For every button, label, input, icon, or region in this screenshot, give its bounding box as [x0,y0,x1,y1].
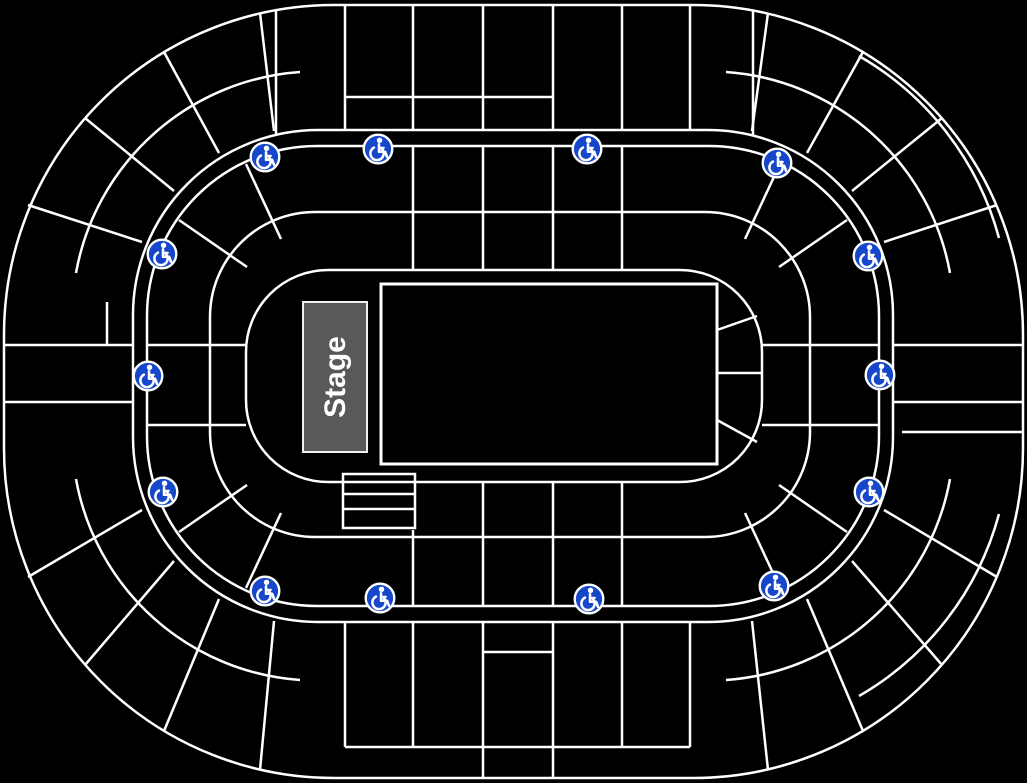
wheelchair-accessible-icon[interactable] [248,140,282,174]
stage-box [302,301,368,453]
wheelchair-accessible-icon[interactable] [757,569,791,603]
wheelchair-accessible-icon[interactable] [572,582,606,616]
accessible-platform-rows [341,472,417,530]
wheelchair-accessible-icon[interactable] [248,574,282,608]
stage-label: Stage [319,336,352,418]
wheelchair-accessible-icon[interactable] [146,475,180,509]
wheelchair-accessible-icon[interactable] [760,146,794,180]
wheelchair-accessible-icon[interactable] [863,358,897,392]
wheelchair-accessible-icon[interactable] [852,475,886,509]
upper-level-corner-arcs [74,54,1001,698]
wheelchair-accessible-icon[interactable] [145,237,179,271]
arena-outer-boundary [2,3,1025,780]
lower-bowl-row-split [208,210,812,539]
upper-level-corner-wedges [27,12,998,771]
wheelchair-accessible-icon[interactable] [131,359,165,393]
lower-bowl-front-edge [244,268,764,484]
wheelchair-accessible-icon[interactable] [363,581,397,615]
floor-area[interactable] [379,282,719,466]
wheelchair-accessible-icon[interactable] [851,239,885,273]
stage: Stage [302,301,368,453]
floor-end-dividers [716,314,762,444]
upper-level-section-grid [4,5,1023,778]
lower-bowl-dividers [147,146,879,606]
wheelchair-accessible-icon[interactable] [570,132,604,166]
wheelchair-accessible-icon[interactable] [361,132,395,166]
